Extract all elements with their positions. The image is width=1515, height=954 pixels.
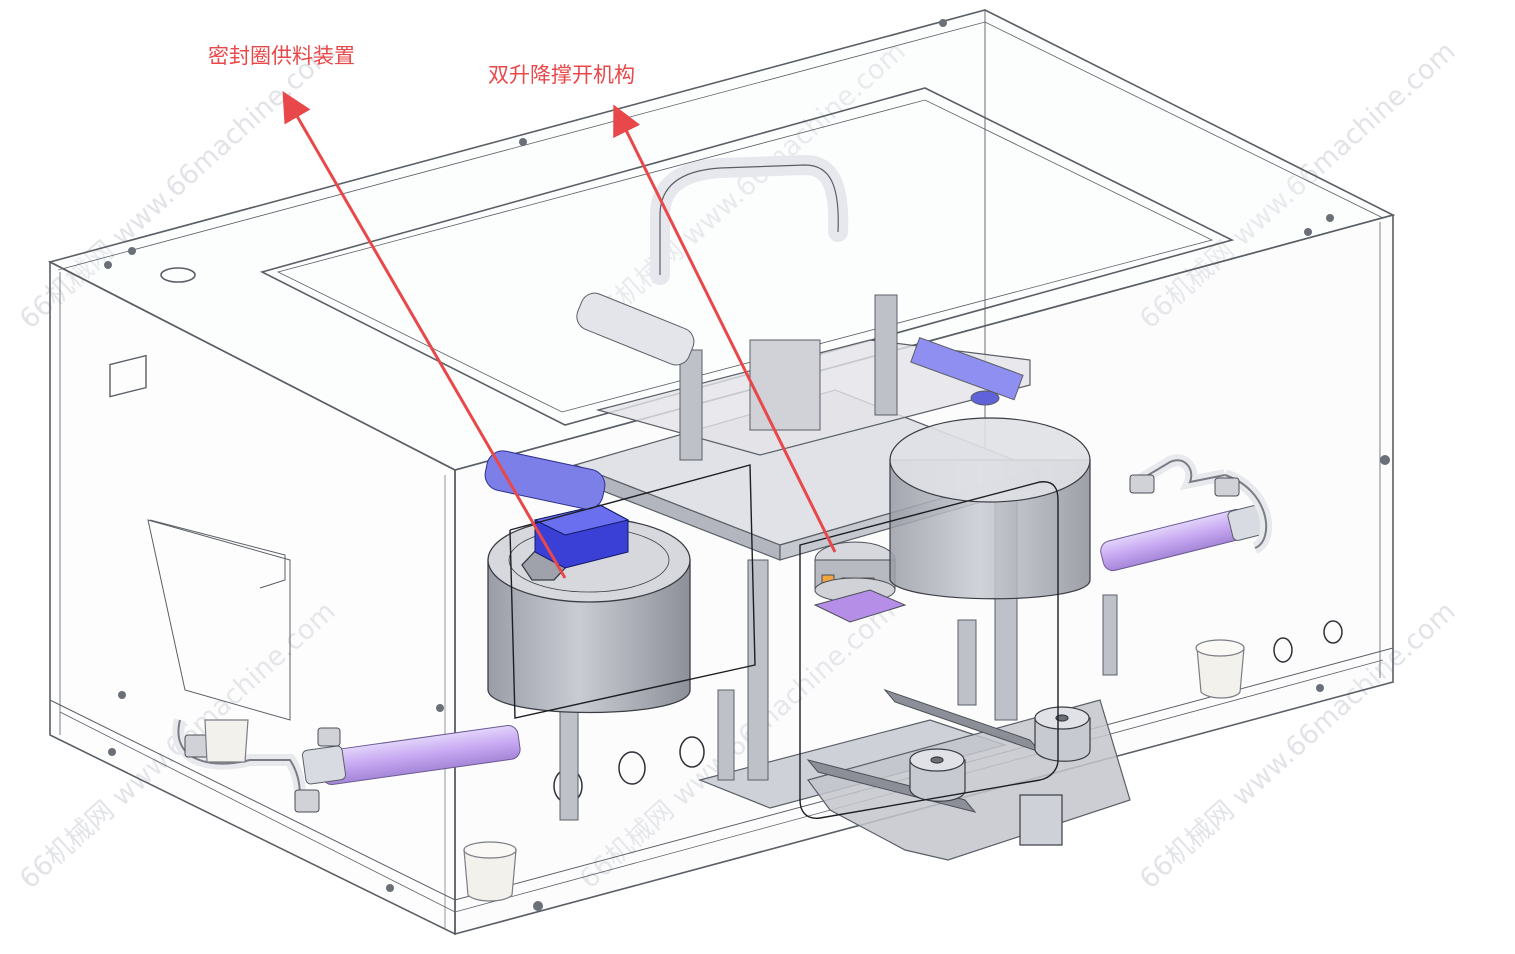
- guard-outlines: [509, 464, 1059, 819]
- top-cylinders: [576, 292, 1024, 431]
- guide-posts: [559, 294, 1118, 821]
- lid-handle: [650, 154, 849, 285]
- left-cylinder-rod: [301, 725, 521, 785]
- callout-arrows: [282, 91, 837, 579]
- front-rollers: [909, 706, 1091, 846]
- callout-arrow-feeding: [282, 91, 567, 579]
- right-drum: [889, 417, 1091, 600]
- callout-label-feeding-device: 密封圈供料装置: [208, 44, 355, 68]
- screw-heads: [104, 19, 1390, 911]
- air-fittings: [184, 474, 1240, 813]
- rubber-feet: [204, 639, 1245, 902]
- callout-arrow-expanding: [613, 104, 837, 553]
- right-cylinder-rod: [1100, 505, 1265, 572]
- blue-cylinder: [484, 450, 606, 510]
- blue-motor-block: [533, 504, 630, 569]
- callout-label-expanding-mechanism: 双升降撑开机构: [488, 63, 635, 87]
